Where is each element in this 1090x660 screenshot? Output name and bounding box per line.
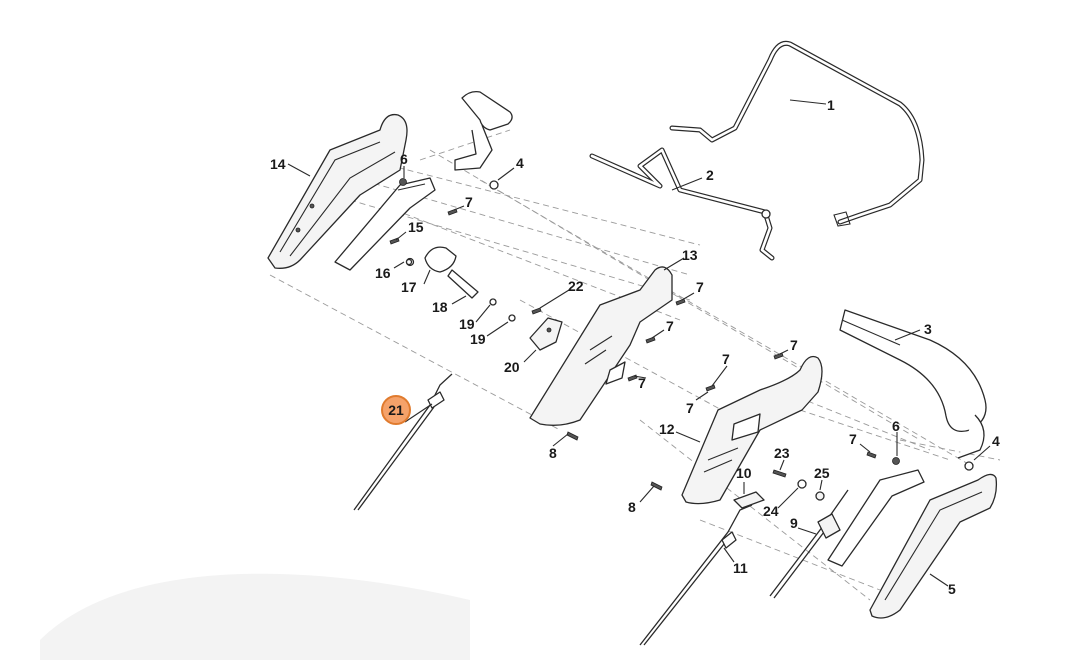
- callout-4[interactable]: 4: [992, 433, 1000, 449]
- callout-6[interactable]: 6: [400, 151, 408, 167]
- cable-adjuster: [405, 246, 479, 299]
- callout-10[interactable]: 10: [736, 465, 752, 481]
- callout-24[interactable]: 24: [763, 503, 779, 519]
- left-handle-cover: [267, 113, 408, 269]
- callout-18[interactable]: 18: [432, 299, 448, 315]
- leader-lines: [287, 99, 991, 587]
- latch: [733, 491, 765, 509]
- callout-6[interactable]: 6: [892, 418, 900, 434]
- callout-13[interactable]: 13: [682, 247, 698, 263]
- callout-5[interactable]: 5: [948, 581, 956, 597]
- right-grip-sleeve: [839, 309, 987, 459]
- highlight-marker: [381, 395, 411, 425]
- callout-1[interactable]: 1: [827, 97, 835, 113]
- left-grip-top: [454, 90, 513, 171]
- hardware: [389, 178, 974, 501]
- callout-22[interactable]: 22: [568, 278, 584, 294]
- callout-7[interactable]: 7: [638, 375, 646, 391]
- right-bracket: [827, 469, 925, 567]
- callout-7[interactable]: 7: [696, 279, 704, 295]
- callout-3[interactable]: 3: [924, 321, 932, 337]
- middle-handle-cover: [529, 266, 673, 426]
- callout-7[interactable]: 7: [465, 194, 473, 210]
- upper-handle-wire: [669, 40, 925, 227]
- callout-8[interactable]: 8: [628, 499, 636, 515]
- callout-16[interactable]: 16: [375, 265, 391, 281]
- assembly-guide-lines: [269, 129, 1001, 601]
- callout-23[interactable]: 23: [774, 445, 790, 461]
- callout-7[interactable]: 7: [849, 431, 857, 447]
- callout-7[interactable]: 7: [686, 400, 694, 416]
- callout-labels: 1 2 3 4 4 5 6 6 7 7 7 7 7 7 7 7 8 8 9 10…: [270, 97, 1000, 597]
- callout-8[interactable]: 8: [549, 445, 557, 461]
- callout-2[interactable]: 2: [706, 167, 714, 183]
- bail-lever-wire: [589, 147, 775, 261]
- callout-7[interactable]: 7: [790, 337, 798, 353]
- callout-17[interactable]: 17: [401, 279, 417, 295]
- callout-7[interactable]: 7: [722, 351, 730, 367]
- background-shade: [40, 573, 470, 660]
- right-lower-cover: [869, 473, 998, 619]
- callout-15[interactable]: 15: [408, 219, 424, 235]
- callout-9[interactable]: 9: [790, 515, 798, 531]
- callout-21-highlighted[interactable]: 21: [388, 402, 404, 418]
- callout-25[interactable]: 25: [814, 465, 830, 481]
- callout-11[interactable]: 11: [733, 560, 748, 576]
- right-handle-cover: [681, 355, 823, 505]
- callout-19[interactable]: 19: [470, 331, 486, 347]
- callout-20[interactable]: 20: [504, 359, 520, 375]
- callout-4[interactable]: 4: [516, 155, 524, 171]
- callout-19[interactable]: 19: [459, 316, 475, 332]
- callout-7[interactable]: 7: [666, 318, 674, 334]
- callout-14[interactable]: 14: [270, 156, 286, 172]
- cable-clip: [529, 317, 563, 351]
- cables: [353, 373, 849, 646]
- callout-12[interactable]: 12: [659, 421, 675, 437]
- left-bracket: [334, 177, 436, 271]
